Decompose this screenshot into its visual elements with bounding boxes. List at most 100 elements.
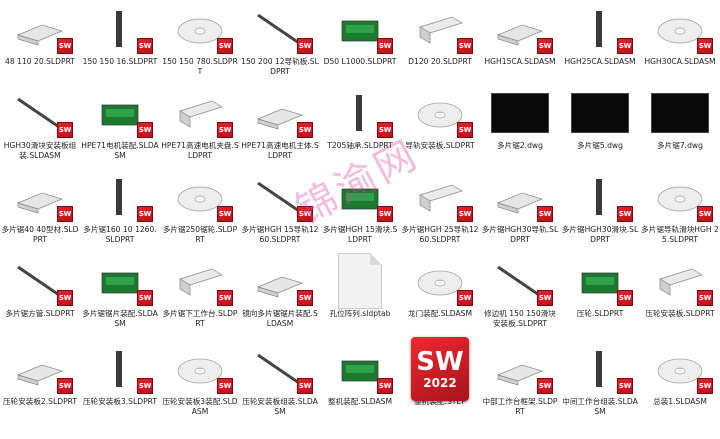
file-preview-icon bbox=[16, 24, 64, 46]
file-name: 150 150 780.SLDPRT bbox=[162, 57, 238, 76]
file-name: 多片锯下工作台.SLDPRT bbox=[162, 309, 238, 328]
badge-label: SW bbox=[698, 382, 712, 390]
file-item[interactable]: SW 龙门装配.SLDASM bbox=[400, 252, 480, 340]
file-preview-icon bbox=[256, 108, 304, 130]
file-item[interactable]: SW 整机装配.SLDASM bbox=[320, 340, 400, 439]
file-preview-icon bbox=[16, 364, 64, 386]
solidworks-badge-icon: SW bbox=[617, 378, 633, 394]
file-item[interactable]: 多片锯2.dwg bbox=[480, 84, 560, 168]
file-item[interactable]: 多片锯5.dwg bbox=[560, 84, 640, 168]
badge-label: SW bbox=[618, 294, 632, 302]
solidworks-badge-icon: SW bbox=[697, 206, 713, 222]
solidworks-badge-icon: SW bbox=[537, 290, 553, 306]
file-item[interactable]: SW 多片锯HGH 15滑块.SLDPRT bbox=[320, 168, 400, 252]
file-name: 整机装配.SLDASM bbox=[327, 397, 393, 406]
solidworks-badge-icon: SW bbox=[457, 290, 473, 306]
file-name: 多片锯方管.SLDPRT bbox=[5, 309, 75, 318]
solidworks-badge-icon: SW bbox=[377, 206, 393, 222]
file-item[interactable]: 多片锯7.dwg bbox=[640, 84, 720, 168]
app-logo-text: SW bbox=[416, 347, 464, 377]
badge-label: SW bbox=[378, 382, 392, 390]
file-item[interactable]: SW 中间工作台组装.SLDASM bbox=[560, 340, 640, 439]
file-name: 整机装配.STEP bbox=[414, 397, 466, 406]
file-preview-icon bbox=[657, 358, 703, 384]
file-name: 48 110 20.SLDPRT bbox=[5, 57, 75, 66]
file-thumbnail: SW bbox=[91, 344, 153, 394]
file-item[interactable]: SW 150 150 16.SLDPRT bbox=[80, 0, 160, 84]
file-preview-icon bbox=[179, 268, 223, 296]
badge-label: SW bbox=[138, 42, 152, 50]
file-name: 压轮安装板.SLDPRT bbox=[645, 309, 715, 318]
badge-label: SW bbox=[618, 210, 632, 218]
file-preview-icon bbox=[177, 186, 223, 212]
file-preview-icon bbox=[417, 270, 463, 296]
file-thumbnail: SW bbox=[91, 88, 153, 138]
file-name: HGH25CA.SLDASM bbox=[564, 57, 636, 66]
file-name: 多片锯HGH 15滑块.SLDPRT bbox=[322, 225, 398, 244]
file-item[interactable]: SW 多片锯方管.SLDPRT bbox=[0, 252, 80, 340]
file-item[interactable]: 孔位阵列.sldptab bbox=[320, 252, 400, 340]
file-preview-icon bbox=[101, 104, 139, 126]
file-preview-icon bbox=[341, 188, 379, 210]
file-thumbnail: SW bbox=[251, 172, 313, 222]
file-preview-icon bbox=[256, 276, 304, 298]
file-name: 中间工作台组装.SLDASM bbox=[562, 397, 638, 416]
file-name: 多片锯锯片装配.SLDASM bbox=[82, 309, 158, 328]
file-name: 龙门装配.SLDASM bbox=[407, 309, 473, 318]
file-thumbnail: SW bbox=[411, 4, 473, 54]
file-name: 150 150 16.SLDPRT bbox=[82, 57, 158, 66]
file-thumbnail: SW bbox=[11, 172, 73, 222]
file-preview-icon bbox=[496, 24, 544, 46]
file-thumbnail: SW bbox=[251, 344, 313, 394]
file-item[interactable]: SW 总装1.SLDASM bbox=[640, 340, 720, 439]
file-item[interactable]: SW 150 150 780.SLDPRT bbox=[160, 0, 240, 84]
file-thumbnail: SW bbox=[491, 256, 553, 306]
file-name: 压轮安装板3装配.SLDASM bbox=[162, 397, 238, 416]
solidworks-badge-icon: SW bbox=[457, 206, 473, 222]
file-thumbnail: SW bbox=[491, 172, 553, 222]
file-thumbnail: SW bbox=[651, 256, 713, 306]
file-thumbnail bbox=[331, 253, 389, 309]
file-thumbnail: SW bbox=[331, 172, 393, 222]
file-thumbnail: SW bbox=[91, 4, 153, 54]
file-item[interactable]: SW 压轮安装板.SLDPRT bbox=[640, 252, 720, 340]
solidworks-badge-icon: SW bbox=[217, 38, 233, 54]
file-name: 总装1.SLDASM bbox=[653, 397, 707, 406]
solidworks-badge-icon: SW bbox=[57, 290, 73, 306]
file-preview-icon bbox=[341, 20, 379, 42]
solidworks-badge-icon: SW bbox=[297, 378, 313, 394]
